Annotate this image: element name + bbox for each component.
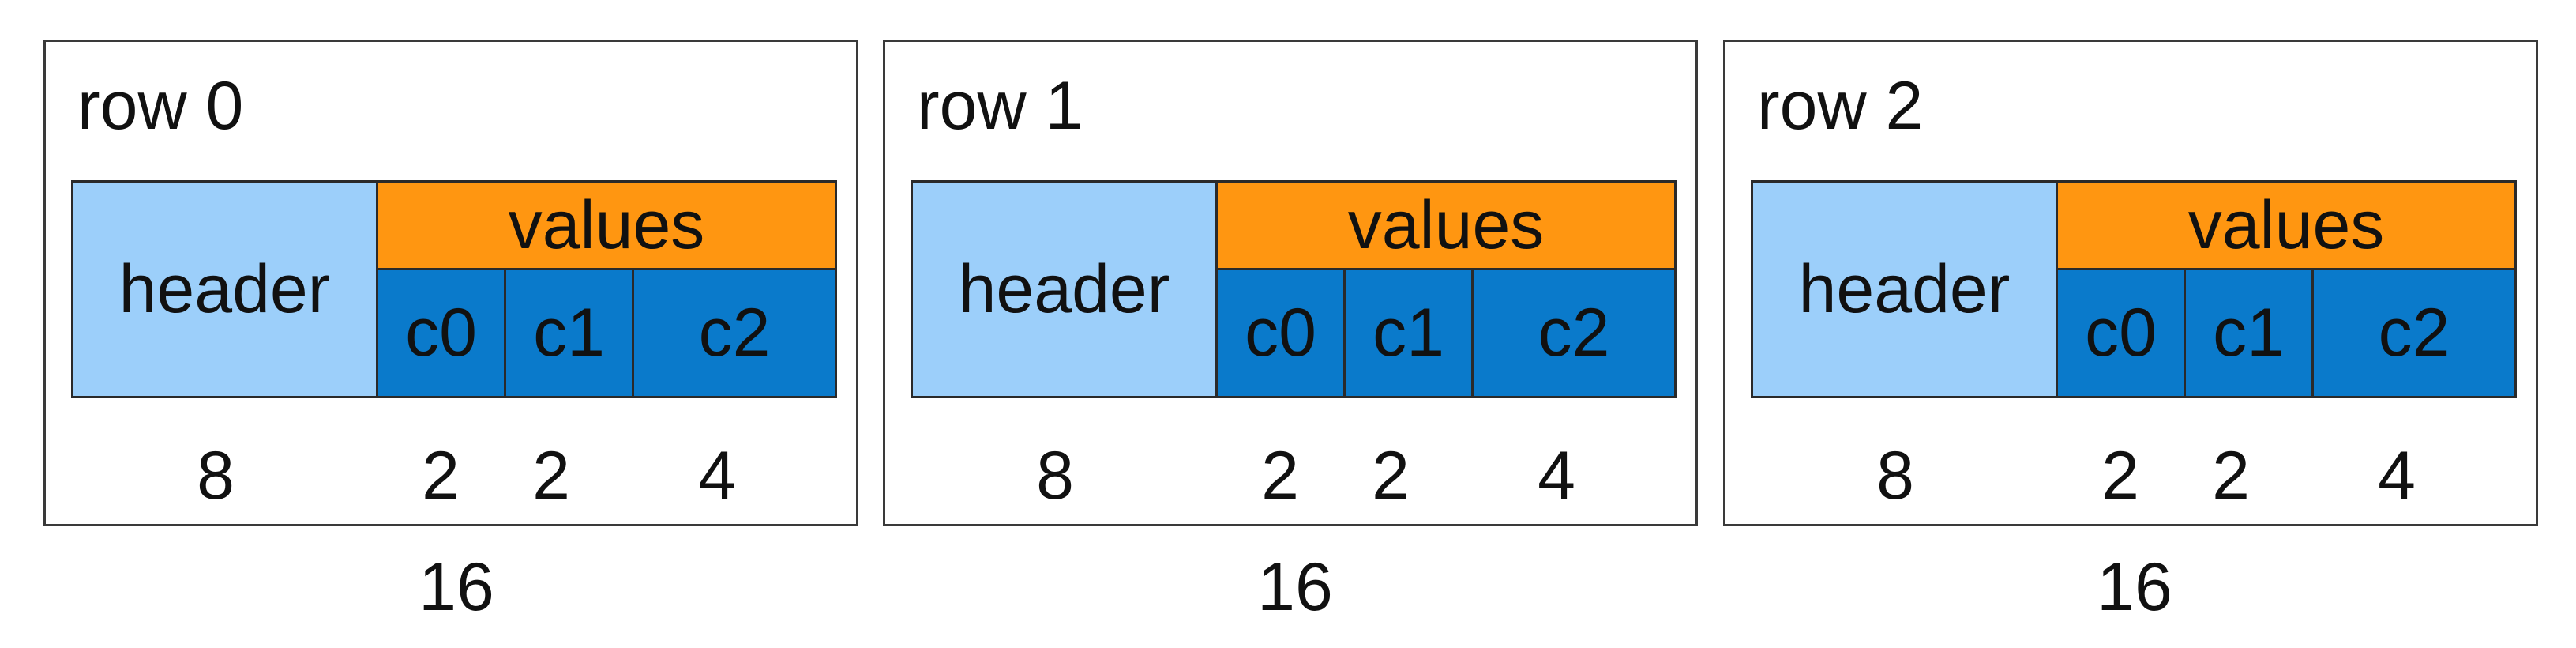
values-header-cell: values <box>1218 183 1674 270</box>
column-cell-c1: c1 <box>506 270 634 396</box>
header-size-label: 8 <box>1876 438 1914 514</box>
header-size-label: 8 <box>197 438 235 514</box>
row-panel-2: row 2 header values c0 c1 c2 8 2 2 4 <box>1723 40 2538 526</box>
c2-size-label: 4 <box>2378 438 2416 514</box>
c2-size-label: 4 <box>698 438 736 514</box>
row-record: header values c0 c1 c2 <box>911 180 1677 398</box>
c1-size-label: 2 <box>2212 438 2250 514</box>
c1-size-label: 2 <box>1372 438 1410 514</box>
column-cell-c1: c1 <box>2186 270 2314 396</box>
column-cell-c0: c0 <box>2058 270 2186 396</box>
c1-size-label: 2 <box>532 438 570 514</box>
row-total-label-1: 16 <box>1257 549 1333 625</box>
header-size-label: 8 <box>1036 438 1074 514</box>
header-cell: header <box>913 183 1218 396</box>
column-cell-c0: c0 <box>378 270 506 396</box>
row-panel-1: row 1 header values c0 c1 c2 8 2 2 4 <box>883 40 1698 526</box>
c0-size-label: 2 <box>422 438 460 514</box>
c0-size-label: 2 <box>2101 438 2139 514</box>
c0-size-label: 2 <box>1261 438 1299 514</box>
row-title: row 0 <box>77 68 244 144</box>
c2-size-label: 4 <box>1538 438 1575 514</box>
header-cell: header <box>1753 183 2058 396</box>
row-record: header values c0 c1 c2 <box>71 180 837 398</box>
column-cell-c0: c0 <box>1218 270 1346 396</box>
column-cell-c2: c2 <box>2314 270 2514 396</box>
row-total-label-2: 16 <box>2097 549 2172 625</box>
column-cell-c1: c1 <box>1346 270 1474 396</box>
row-title: row 2 <box>1757 68 1924 144</box>
column-cell-c2: c2 <box>1474 270 1674 396</box>
values-header-cell: values <box>2058 183 2514 270</box>
row-panel-0: row 0 header values c0 c1 c2 8 2 2 4 <box>43 40 858 526</box>
row-total-label-0: 16 <box>419 549 494 625</box>
values-header-cell: values <box>378 183 835 270</box>
header-cell: header <box>73 183 378 396</box>
row-title: row 1 <box>917 68 1083 144</box>
row-record: header values c0 c1 c2 <box>1751 180 2517 398</box>
column-cell-c2: c2 <box>634 270 835 396</box>
